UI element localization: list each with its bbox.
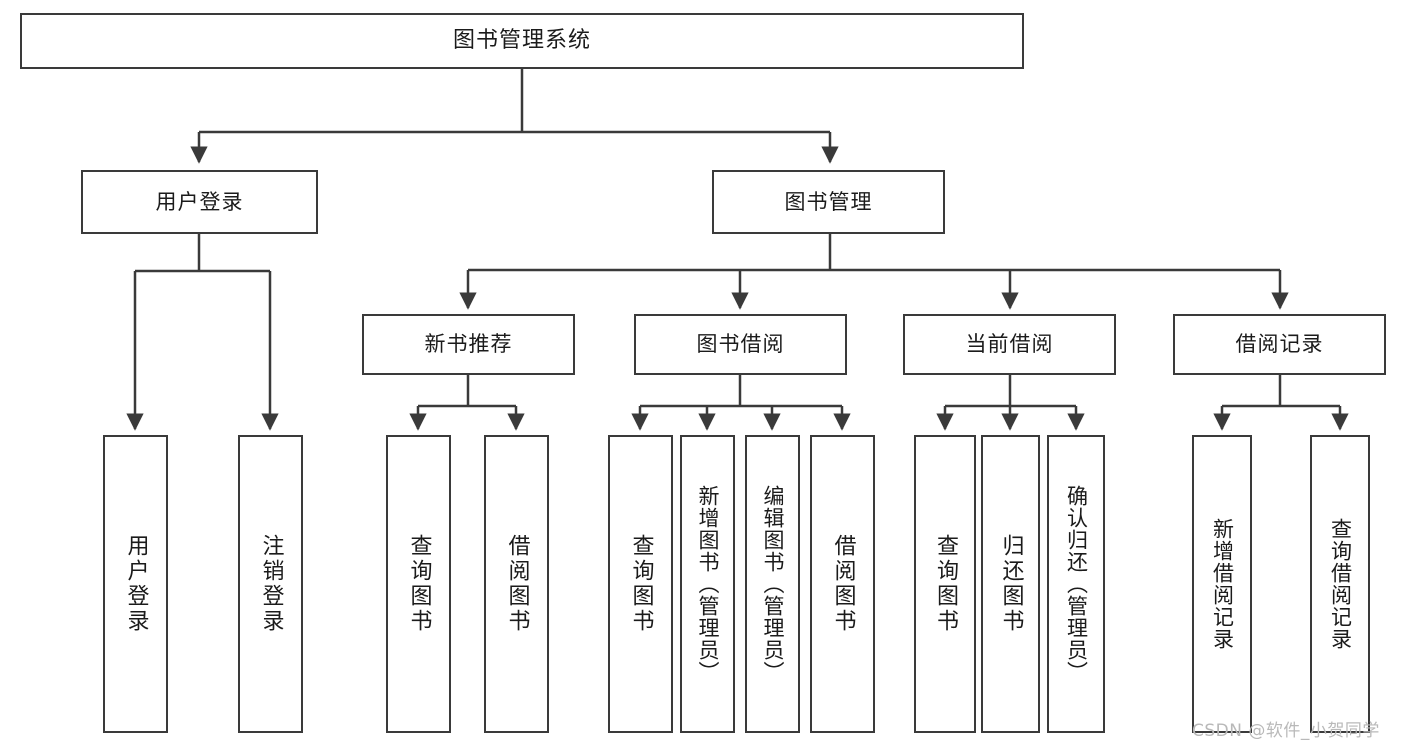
leaf-user-logout[interactable]: 注销登录 xyxy=(238,435,303,733)
node-label: 查询图书 xyxy=(933,534,958,634)
node-current-borrow[interactable]: 当前借阅 xyxy=(903,314,1116,375)
node-label: 用户登录 xyxy=(155,189,244,214)
leaf-borrow-edit-book-admin[interactable]: 编辑图书（管理员） xyxy=(745,435,800,733)
node-label: 新增图书（管理员） xyxy=(696,485,720,683)
leaf-record-add-record[interactable]: 新增借阅记录 xyxy=(1192,435,1252,733)
node-label: 图书借阅 xyxy=(696,332,785,357)
leaf-new-book-query-book[interactable]: 查询图书 xyxy=(386,435,451,733)
node-label: 借阅记录 xyxy=(1235,332,1324,357)
node-borrow-record[interactable]: 借阅记录 xyxy=(1173,314,1386,375)
node-label: 查询图书 xyxy=(628,534,654,634)
leaf-borrow-query-book[interactable]: 查询图书 xyxy=(608,435,673,733)
leaf-current-return-book[interactable]: 归还图书 xyxy=(981,435,1040,733)
node-label: 图书管理系统 xyxy=(452,28,591,54)
node-label: 确认归还（管理员） xyxy=(1064,485,1089,683)
node-book-management[interactable]: 图书管理 xyxy=(712,170,945,234)
node-label: 编辑图书（管理员） xyxy=(761,485,785,683)
node-label: 借阅图书 xyxy=(830,534,856,634)
node-label: 借阅图书 xyxy=(504,534,530,634)
node-label: 归还图书 xyxy=(998,534,1024,634)
leaf-new-book-borrow-book[interactable]: 借阅图书 xyxy=(484,435,549,733)
node-label: 图书管理 xyxy=(784,189,873,214)
node-label: 新增借阅记录 xyxy=(1210,518,1235,650)
node-root-system[interactable]: 图书管理系统 xyxy=(20,13,1024,69)
node-label: 注销登录 xyxy=(258,534,284,634)
node-label: 当前借阅 xyxy=(965,332,1054,357)
node-label: 查询借阅记录 xyxy=(1328,518,1353,650)
node-label: 新书推荐 xyxy=(424,332,513,357)
node-label: 用户登录 xyxy=(123,534,149,634)
leaf-user-login[interactable]: 用户登录 xyxy=(103,435,168,733)
node-label: 查询图书 xyxy=(406,534,432,634)
node-book-borrow[interactable]: 图书借阅 xyxy=(634,314,847,375)
csdn-watermark: CSDN @软件_小贺同学 xyxy=(1192,721,1380,741)
node-new-book-recommend[interactable]: 新书推荐 xyxy=(362,314,575,375)
leaf-record-query-record[interactable]: 查询借阅记录 xyxy=(1310,435,1370,733)
leaf-borrow-add-book-admin[interactable]: 新增图书（管理员） xyxy=(680,435,735,733)
leaf-borrow-borrow-book[interactable]: 借阅图书 xyxy=(810,435,875,733)
leaf-current-query-book[interactable]: 查询图书 xyxy=(914,435,976,733)
node-user-login[interactable]: 用户登录 xyxy=(81,170,318,234)
leaf-current-confirm-return-admin[interactable]: 确认归还（管理员） xyxy=(1047,435,1105,733)
